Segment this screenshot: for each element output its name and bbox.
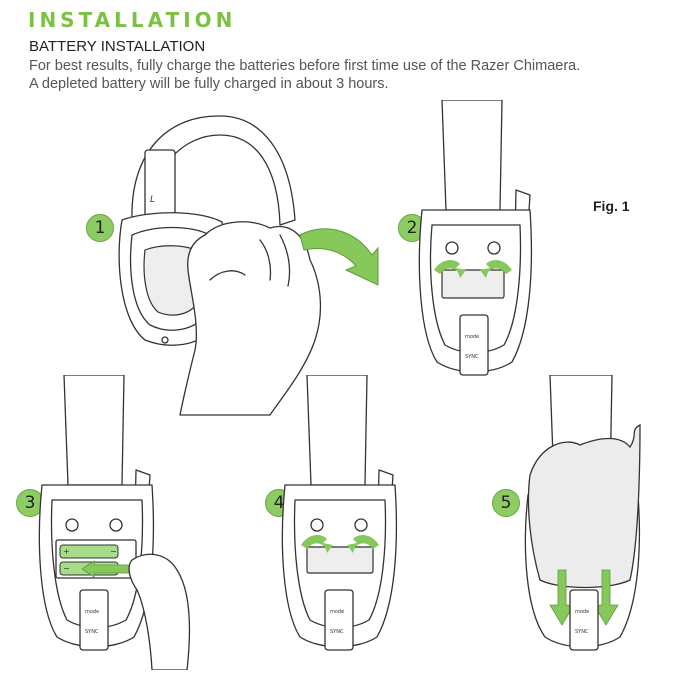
- step-3-illustration: + − − mode SYNC: [38, 375, 191, 670]
- svg-text:+: +: [63, 547, 70, 556]
- svg-text:mode: mode: [85, 609, 99, 615]
- description-line-1: For best results, fully charge the batte…: [29, 58, 581, 74]
- svg-text:SYNC: SYNC: [330, 629, 344, 635]
- step-4-illustration: mode SYNC: [281, 375, 398, 651]
- description-line-2: A depleted battery will be fully charged…: [29, 76, 389, 92]
- step-1-illustration: L: [118, 115, 379, 416]
- battery-description: For best results, fully charge the batte…: [29, 57, 669, 93]
- svg-text:−: −: [110, 547, 117, 556]
- step-5-illustration: mode SYNC: [524, 375, 641, 651]
- earcup-l-label: L: [150, 195, 155, 205]
- figure-label: Fig. 1: [593, 198, 630, 214]
- svg-text:mode: mode: [465, 334, 479, 340]
- svg-text:SYNC: SYNC: [85, 629, 99, 635]
- section-title: INSTALLATION: [28, 8, 237, 32]
- svg-text:SYNC: SYNC: [465, 354, 479, 360]
- step-1-badge: 1: [86, 214, 114, 242]
- svg-text:mode: mode: [575, 609, 589, 615]
- battery-installation-heading: BATTERY INSTALLATION: [29, 38, 206, 55]
- svg-text:−: −: [63, 564, 70, 573]
- svg-text:mode: mode: [330, 609, 344, 615]
- svg-text:SYNC: SYNC: [575, 629, 589, 635]
- step-5-badge: 5: [492, 489, 520, 517]
- step-2-illustration: mode SYNC: [418, 100, 533, 376]
